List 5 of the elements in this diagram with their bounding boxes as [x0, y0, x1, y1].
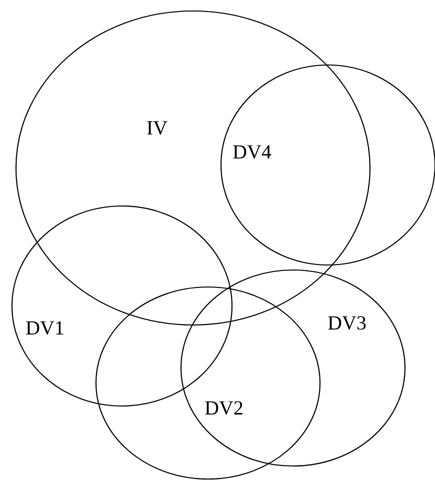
set-label: IV — [147, 121, 168, 135]
set-label: DV4 — [233, 145, 272, 159]
set-label: DV1 — [26, 321, 64, 335]
set-label: DV2 — [205, 401, 242, 415]
set-label: DV3 — [328, 316, 366, 330]
